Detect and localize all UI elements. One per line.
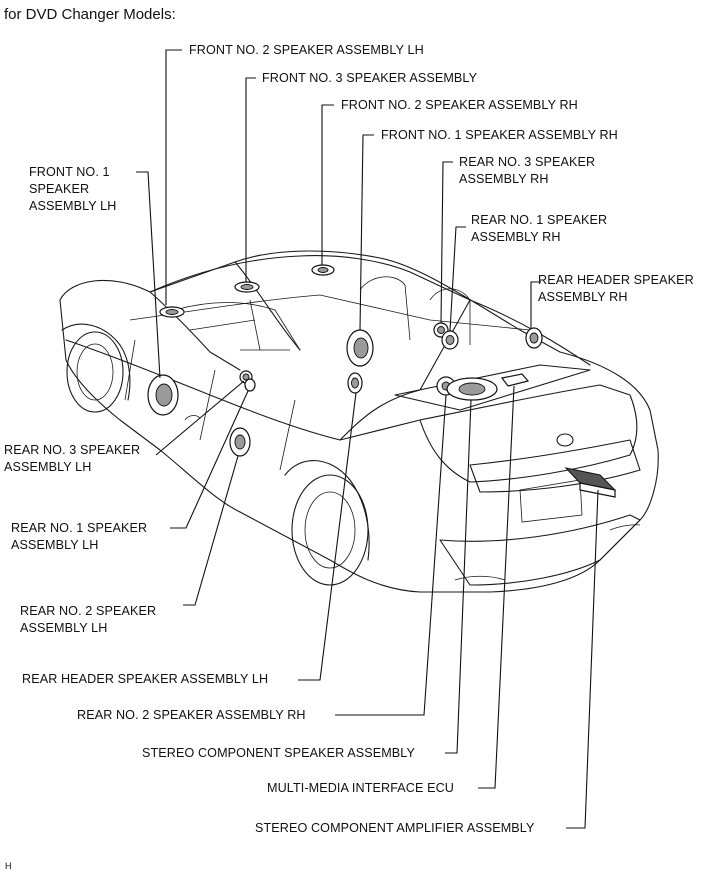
speaker-rear1-rh xyxy=(441,330,459,350)
speaker-stereo-component xyxy=(446,377,498,401)
label-front1-lh: FRONT NO. 1 SPEAKER ASSEMBLY LH xyxy=(29,164,116,215)
label-line: REAR NO. 1 SPEAKER xyxy=(471,213,608,227)
label-rear1-rh: REAR NO. 1 SPEAKER ASSEMBLY RH xyxy=(471,212,607,246)
label-front1-rh: FRONT NO. 1 SPEAKER ASSEMBLY RH xyxy=(381,128,618,142)
label-rear2-lh: REAR NO. 2 SPEAKER ASSEMBLY LH xyxy=(20,603,156,637)
label-stereo-speaker: STEREO COMPONENT SPEAKER ASSEMBLY xyxy=(142,746,415,760)
speaker-front3 xyxy=(234,281,260,293)
speaker-front2-lh xyxy=(159,306,185,318)
label-front2-rh: FRONT NO. 2 SPEAKER ASSEMBLY RH xyxy=(341,98,578,112)
label-line: ASSEMBLY RH xyxy=(538,290,628,304)
label-line: REAR NO. 3 SPEAKER xyxy=(4,443,141,457)
label-line: ASSEMBLY LH xyxy=(29,199,117,213)
label-line: ASSEMBLY LH xyxy=(20,621,108,635)
label-line: REAR NO. 2 SPEAKER xyxy=(20,604,157,618)
label-rear2-rh: REAR NO. 2 SPEAKER ASSEMBLY RH xyxy=(77,708,306,722)
label-rear1-lh: REAR NO. 1 SPEAKER ASSEMBLY LH xyxy=(11,520,147,554)
label-line: FRONT NO. 1 xyxy=(29,165,110,179)
label-amplifier: STEREO COMPONENT AMPLIFIER ASSEMBLY xyxy=(255,821,535,835)
speaker-front1-lh xyxy=(147,374,179,416)
label-line: ASSEMBLY LH xyxy=(4,460,92,474)
label-rear-header-lh: REAR HEADER SPEAKER ASSEMBLY LH xyxy=(22,672,269,686)
label-line: REAR NO. 1 SPEAKER xyxy=(11,521,148,535)
label-rear3-rh: REAR NO. 3 SPEAKER ASSEMBLY RH xyxy=(459,154,595,188)
mmi-ecu-unit xyxy=(500,373,530,387)
label-mmi-ecu: MULTI-MEDIA INTERFACE ECU xyxy=(267,781,454,795)
label-front3: FRONT NO. 3 SPEAKER ASSEMBLY xyxy=(262,71,478,85)
label-line: ASSEMBLY RH xyxy=(471,230,561,244)
speaker-front2-rh xyxy=(311,264,335,276)
car-body-illustration xyxy=(59,250,659,593)
leader-lines xyxy=(136,49,599,829)
label-line: ASSEMBLY LH xyxy=(11,538,99,552)
label-line: SPEAKER xyxy=(29,182,90,196)
speaker-front1-rh xyxy=(346,329,374,367)
corner-mark: H xyxy=(5,861,12,871)
label-line: ASSEMBLY RH xyxy=(459,172,549,186)
label-front2-lh: FRONT NO. 2 SPEAKER ASSEMBLY LH xyxy=(189,43,424,57)
speaker-rear-header-rh xyxy=(525,327,543,349)
speaker-rear2-lh xyxy=(229,427,251,457)
amplifier-unit xyxy=(564,467,617,498)
diagram-heading: for DVD Changer Models: xyxy=(4,6,176,23)
label-line: REAR NO. 3 SPEAKER xyxy=(459,155,596,169)
speaker-rear1-lh xyxy=(244,378,256,392)
label-rear-header-rh: REAR HEADER SPEAKER ASSEMBLY RH xyxy=(538,272,694,306)
label-rear3-lh: REAR NO. 3 SPEAKER ASSEMBLY LH xyxy=(4,442,140,476)
speaker-rear-header-lh xyxy=(347,372,363,394)
label-line: REAR HEADER SPEAKER xyxy=(538,273,694,287)
